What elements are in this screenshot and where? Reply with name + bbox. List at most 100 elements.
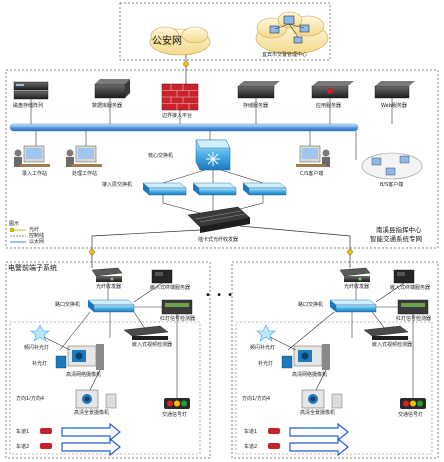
site-left-lane-arrows [61, 422, 121, 457]
db-server-icon [94, 79, 130, 99]
site-right-border [231, 261, 439, 459]
fiber-connector [347, 249, 353, 255]
public-net-label: 公安网 [152, 36, 182, 47]
cs-client-label: C/S客户端 [300, 171, 324, 177]
site-right-fill-light-label: 补光灯 [258, 361, 274, 367]
site-left-detector [161, 299, 193, 315]
cloud-region-border [119, 2, 331, 61]
site-left-terminal-label: 嵌入式终端服务器 [150, 285, 191, 291]
core-switch-icon [195, 139, 231, 171]
site-right-detector-label: 红灯信号检测器 [396, 316, 432, 322]
site-left-transceiver-label: 光纤收发器 [96, 284, 122, 290]
site-right-controller-label: 嵌入式视频检测器 [372, 342, 413, 348]
site-left-hd-camera-label: 高清网络摄像机 [66, 372, 102, 378]
entry-workstation-icon [14, 145, 50, 167]
site-right-switch [329, 299, 377, 313]
core-switch-label: 核心交换机 [148, 153, 174, 159]
public-net-cloud [149, 26, 211, 56]
site-right-lane2-label: 车道2 [244, 444, 258, 450]
server-drop-lines [30, 98, 393, 124]
site-left-terminal [151, 269, 173, 284]
site-left-links [43, 282, 178, 398]
site-right-terminal-label: 嵌入式终端服务器 [390, 285, 431, 291]
traffic-center-label: 宜宾市交警管理中心 [262, 52, 308, 58]
site-left-fill-light-label: 补光灯 [32, 361, 48, 367]
site-left-strobe [30, 324, 50, 342]
web-server-icon [374, 81, 415, 99]
ellipsis: • • • [205, 290, 235, 301]
access-switch-3 [242, 182, 287, 196]
border-platform-label: 边界接入平台 [162, 113, 193, 119]
app-server-icon [311, 81, 354, 99]
site-right-hd-camera-label: 高清网络摄像机 [292, 372, 328, 378]
site-system-title: 电警前端子系统 [8, 264, 57, 272]
site-left-controller [123, 325, 169, 340]
site-left-panorama-camera [75, 389, 117, 409]
process-station-label: 处理工作站 [72, 171, 98, 177]
legend-control: 控制线 [29, 233, 45, 239]
site-right-panorama-camera [301, 389, 343, 409]
legend-title: 图示 [9, 221, 20, 227]
process-workstation-icon [66, 145, 102, 167]
db-server-label: 数据库服务器 [92, 103, 123, 109]
site-right-controller [363, 325, 409, 340]
site-left-signal-light [164, 398, 190, 409]
site-left-fill-light [55, 355, 67, 369]
backbone-bus [9, 123, 359, 132]
site-left-panorama-label: 高清全景摄像机 [74, 410, 110, 416]
plug-transceiver-rack [187, 206, 251, 233]
access-switch-label: 接入层交换机 [102, 182, 133, 188]
legend-ethernet: 以太网 [29, 239, 45, 245]
site-right-lane1-label: 车道1 [244, 429, 258, 435]
command-center-subtitle: 智能交通系统专网 [370, 235, 422, 243]
site-right-links [269, 282, 414, 398]
site-right-panorama-label: 高清全景摄像机 [300, 410, 336, 416]
site-left-transceiver [91, 267, 123, 282]
legend-lines [9, 227, 26, 243]
command-center-title: 南溪县指挥中心 [376, 226, 422, 234]
site-left-controller-label: 嵌入式视频检测器 [132, 342, 173, 348]
plug-transceiver-label: 插卡式光纤收发器 [198, 237, 239, 243]
site-left-signal-label: 交通信号灯 [162, 412, 188, 418]
storage-server-icon [237, 81, 280, 99]
site-left-switch [87, 299, 135, 313]
bs-client-cloud [361, 152, 423, 180]
app-server-label: 应用服务器 [316, 103, 342, 109]
site-left-lane2-label: 车道2 [16, 444, 30, 450]
central-region-border [5, 69, 439, 249]
site-right-lane-arrows [289, 422, 349, 457]
center-computers-icon [269, 15, 310, 44]
fiber-connector [89, 249, 95, 255]
site-right-strobe-label: 频闪补光灯 [250, 345, 276, 351]
storage-array-icon [13, 81, 49, 100]
site-left-direction-label: 方向1/方向4 [16, 396, 45, 402]
storage-array-label: 磁盘存储阵列 [13, 103, 44, 109]
site-left-inner-border [9, 321, 201, 455]
site-right-terminal [393, 269, 415, 284]
site-right-direction-label: 方向1/方向4 [242, 396, 271, 402]
site-right-cars [268, 428, 280, 449]
site-left-strobe-label: 频闪补光灯 [24, 345, 50, 351]
site-left-border [5, 261, 211, 459]
site-right-signal-light [400, 398, 426, 409]
site-right-fill-light [281, 355, 293, 369]
site-left-switch-label: 路口交换机 [55, 302, 81, 308]
storage-server-label: 存储服务器 [243, 103, 269, 109]
access-switch-1 [142, 182, 187, 196]
site-right-transceiver [339, 267, 371, 282]
legend-fiber: 光纤 [29, 227, 40, 233]
fiber-connector [183, 61, 189, 67]
web-server-label: Web服务器 [381, 103, 407, 109]
firewall-icon [161, 83, 199, 111]
site-left-lane1-label: 车道1 [16, 429, 30, 435]
site-right-strobe [256, 324, 276, 342]
access-switch-2 [192, 182, 237, 196]
cs-client-icon [296, 145, 330, 167]
site-left-detector-label: 红灯信号检测器 [160, 316, 196, 322]
site-right-detector [397, 299, 429, 315]
site-left-cars [40, 428, 52, 449]
bs-client-label: B/S客户端 [380, 182, 404, 188]
entry-station-label: 录入工作站 [22, 171, 48, 177]
site-right-hd-camera [293, 344, 330, 370]
site-right-signal-label: 交通信号灯 [398, 412, 424, 418]
